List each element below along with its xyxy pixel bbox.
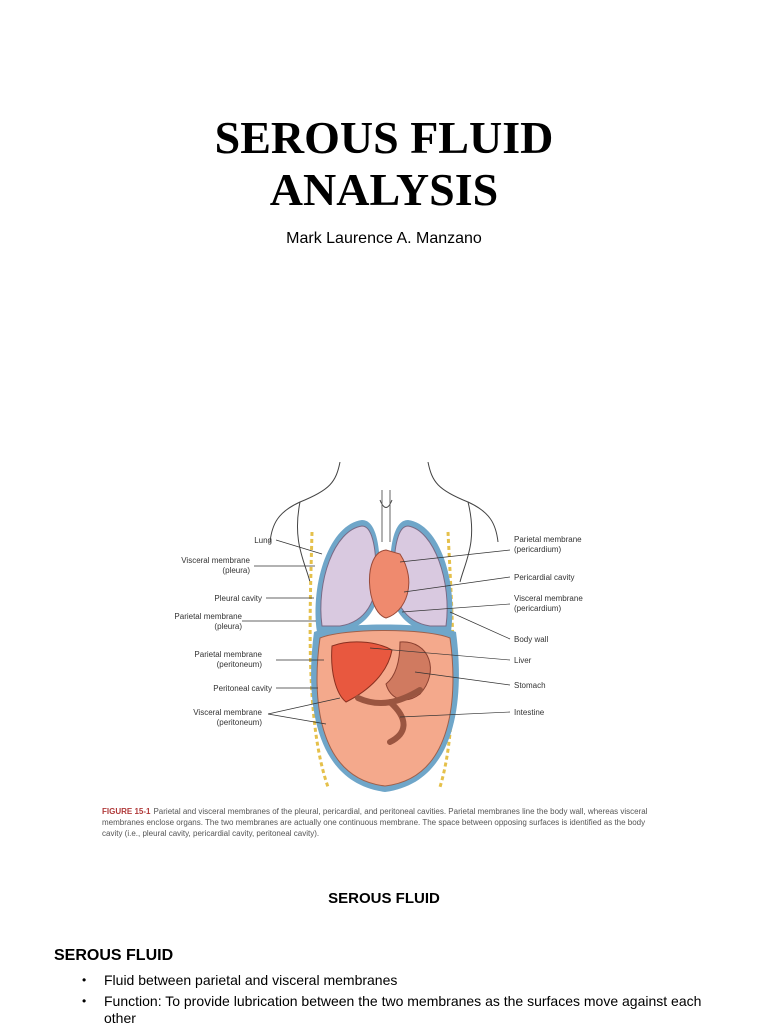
label-visceral-pericardium: Visceral membrane — [514, 594, 583, 603]
label-parietal-peritoneum-sub: (peritoneum) — [217, 660, 263, 669]
section-heading-center: SEROUS FLUID — [328, 890, 440, 907]
figure-caption-label: FIGURE 15-1 — [102, 807, 151, 816]
label-visceral-peritoneum: Visceral membrane — [193, 708, 262, 717]
label-stomach: Stomach — [514, 681, 546, 690]
list-item: • Function: To provide lubrication betwee… — [82, 993, 722, 1027]
title-line-1: SEROUS FLUID — [214, 112, 554, 163]
label-lung: Lung — [254, 536, 272, 545]
label-visceral-pleura: Visceral membrane — [181, 556, 250, 565]
section-heading: SEROUS FLUID — [54, 947, 174, 964]
label-parietal-pleura: Parietal membrane — [174, 612, 242, 621]
label-parietal-pleura-sub: (pleura) — [214, 622, 242, 631]
anatomy-figure: Lung Visceral membrane (pleura) Pleural … — [100, 462, 660, 852]
label-peritoneal-cavity: Peritoneal cavity — [213, 684, 272, 693]
label-intestine: Intestine — [514, 708, 545, 717]
label-pericardial-cavity: Pericardial cavity — [514, 573, 574, 582]
label-visceral-pericardium-sub: (pericardium) — [514, 604, 561, 613]
figure-caption-text: Parietal and visceral membranes of the p… — [102, 807, 648, 838]
bullet-list: • Fluid between parietal and visceral mem… — [82, 972, 722, 1031]
list-item-text: Fluid between parietal and visceral memb… — [104, 972, 398, 988]
bullet-icon: • — [82, 973, 87, 987]
label-visceral-peritoneum-sub: (peritoneum) — [217, 718, 263, 727]
label-body-wall: Body wall — [514, 635, 548, 644]
label-parietal-peritoneum: Parietal membrane — [194, 650, 262, 659]
label-liver: Liver — [514, 656, 532, 665]
bullet-icon: • — [82, 994, 87, 1008]
label-pleural-cavity: Pleural cavity — [214, 594, 262, 603]
author-name: Mark Laurence A. Manzano — [286, 230, 482, 247]
title-line-2: ANALYSIS — [269, 164, 499, 215]
label-parietal-pericardium-sub: (pericardium) — [514, 545, 561, 554]
list-item: • Fluid between parietal and visceral mem… — [82, 972, 722, 989]
body-cavity-illustration: Lung Visceral membrane (pleura) Pleural … — [174, 462, 583, 792]
list-item-text: Function: To provide lubrication between… — [104, 993, 702, 1026]
label-parietal-pericardium: Parietal membrane — [514, 535, 582, 544]
document-title: SEROUS FLUID ANALYSIS — [0, 112, 768, 216]
label-visceral-pleura-sub: (pleura) — [222, 566, 250, 575]
